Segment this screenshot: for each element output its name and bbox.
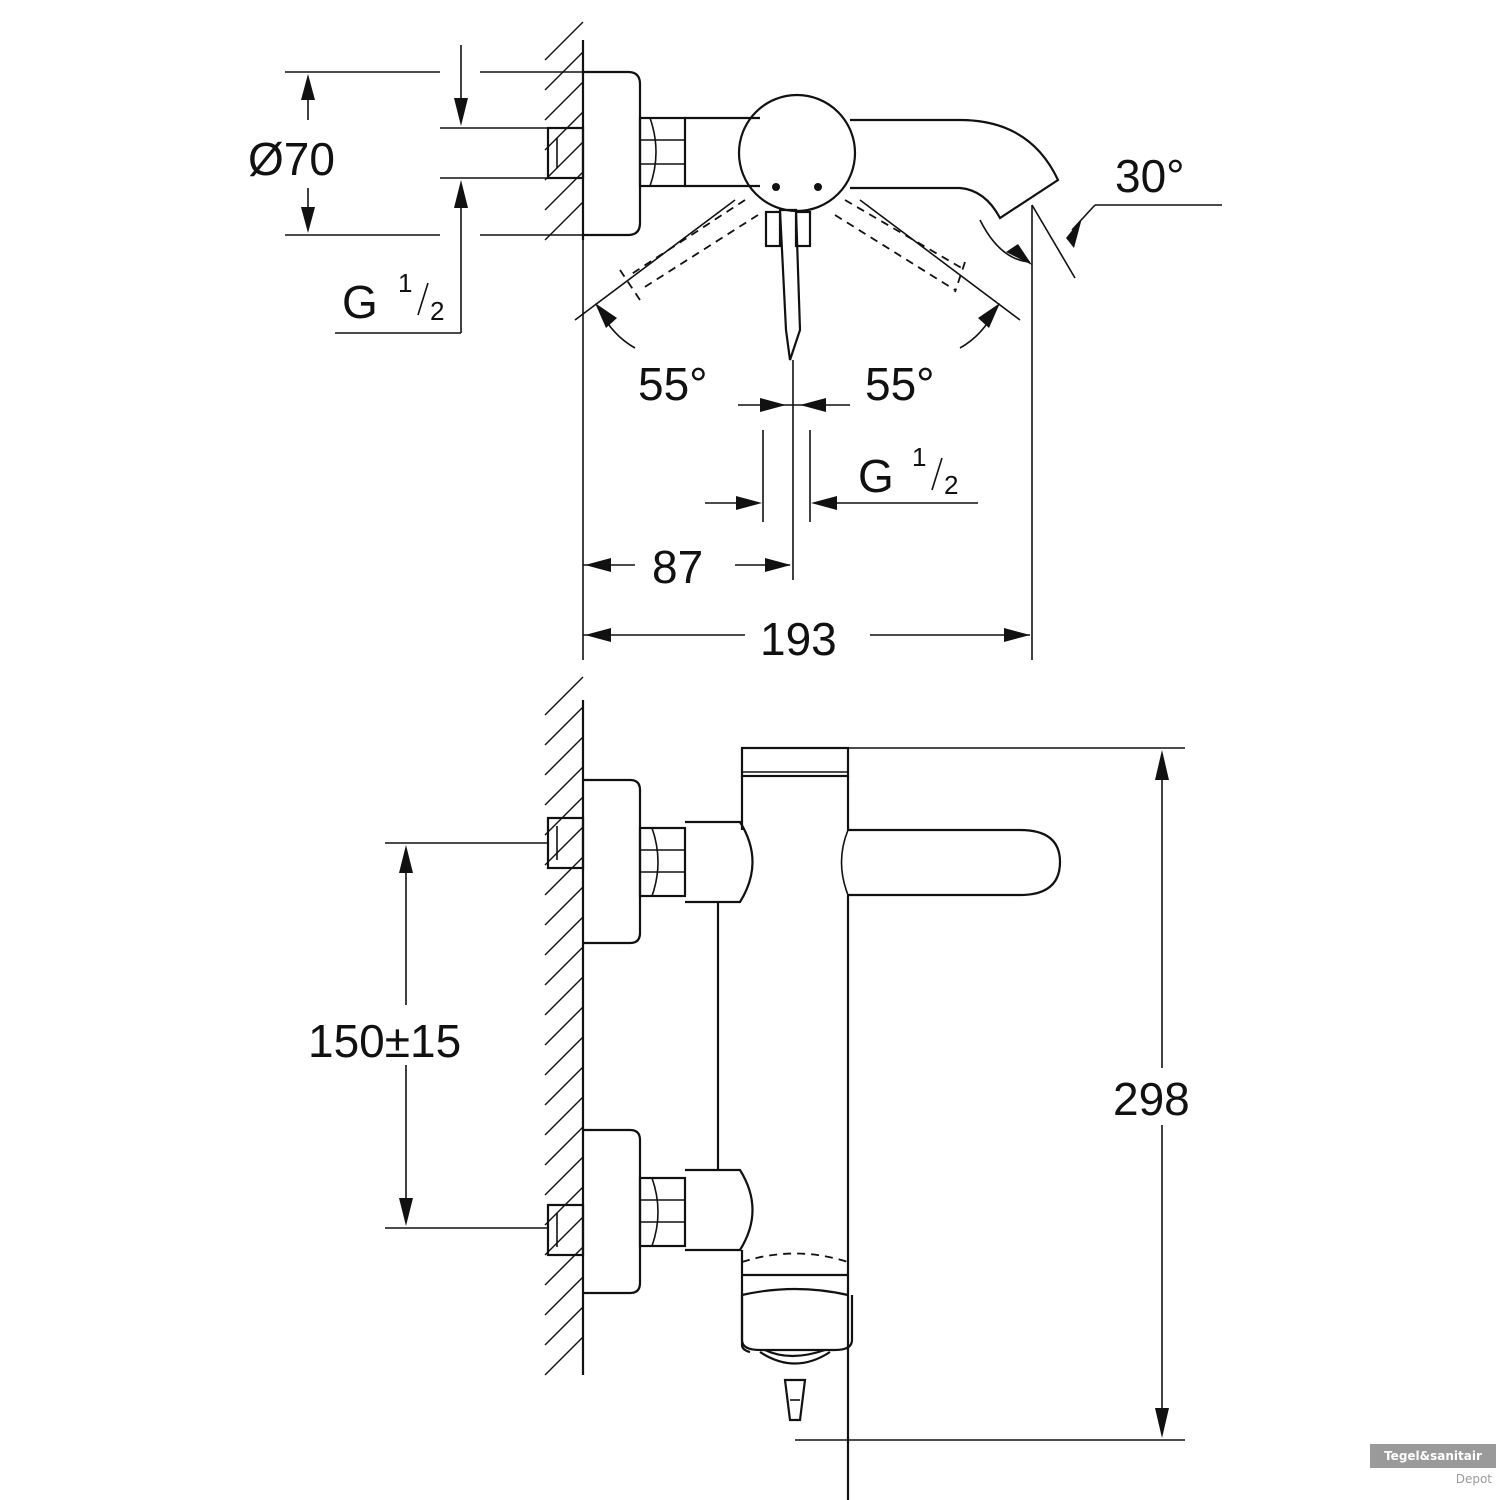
inlet-pipe-top	[546, 126, 585, 180]
watermark-logo: Tegel&sanitair Depot	[1370, 1444, 1496, 1496]
thread-bottom-num: 1	[912, 442, 926, 472]
dim-diameter-text: Ø70	[248, 133, 335, 185]
angle-spout-text: 30°	[1115, 150, 1185, 202]
dim-298-text: 298	[1113, 1073, 1190, 1125]
watermark-line2: Depot	[1455, 1472, 1492, 1486]
dim-angle-55-right: 55°	[859, 199, 1021, 410]
diverter-front	[740, 1252, 854, 1422]
dim-diameter-70: Ø70	[248, 71, 583, 236]
thread-left-den: 2	[430, 296, 444, 326]
thread-bottom-G: G	[858, 450, 894, 502]
dim-angle-30: 30°	[979, 150, 1222, 279]
dim-87-text: 87	[652, 541, 703, 593]
dim-193: 193	[583, 205, 1033, 665]
dim-87: 87	[582, 240, 791, 660]
mixer-body-top	[737, 93, 857, 213]
dim-193-text: 193	[760, 613, 837, 665]
spout-top	[850, 118, 1060, 220]
wall-front	[544, 676, 585, 1376]
front-view: 150±15 298	[308, 676, 1190, 1500]
mixer-body-front	[716, 746, 850, 1500]
angle-right-text: 55°	[865, 358, 935, 410]
upper-connection	[546, 778, 754, 945]
top-view: Ø70 G 1 2 30°	[248, 21, 1222, 665]
lower-connection	[546, 1128, 754, 1295]
watermark-line1: Tegel&sanitair	[1370, 1444, 1496, 1468]
wall-top	[544, 21, 585, 241]
handle-front	[848, 828, 1062, 897]
dim-150-text: 150±15	[308, 1015, 461, 1067]
dim-150: 150±15	[308, 842, 548, 1229]
thread-bottom-den: 2	[944, 470, 958, 500]
dim-angle-55-left: 55°	[574, 199, 736, 410]
dim-thread-bottom: G 1 2	[705, 430, 978, 522]
angle-left-text: 55°	[638, 358, 708, 410]
hex-nut-top	[638, 116, 687, 188]
rosette-top	[583, 70, 642, 237]
thread-left-G: G	[342, 276, 378, 328]
dim-thread-left: G 1 2	[335, 45, 548, 334]
dim-298: 298	[795, 747, 1190, 1441]
lever-top	[764, 208, 812, 361]
thread-left-num: 1	[398, 268, 412, 298]
